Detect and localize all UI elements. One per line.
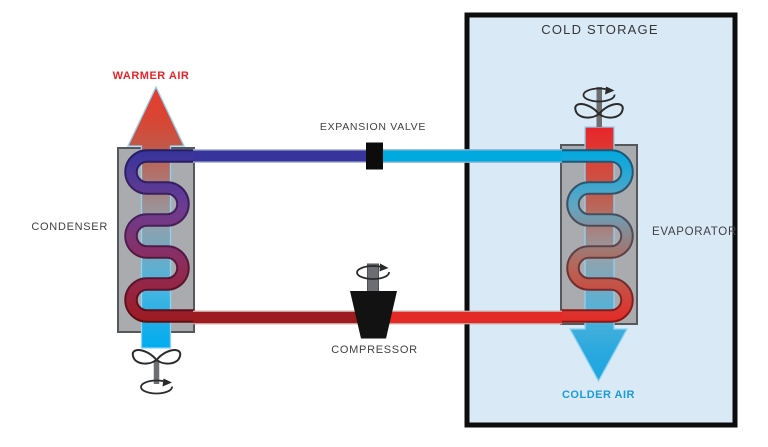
rotation-arrowhead-icon (605, 86, 615, 95)
compressor-label: COMPRESSOR (331, 344, 418, 356)
evaporator-fan-icon (574, 86, 624, 127)
compressor-body (350, 263, 397, 339)
evaporator-coil (561, 149, 634, 323)
compressor-housing (350, 291, 397, 339)
pipe-condenser-to-valve (193, 149, 367, 163)
cold-storage-label: COLD STORAGE (541, 22, 659, 37)
pipe-compressor-to-condenser (193, 310, 375, 325)
pipe-valve-to-evaporator (382, 149, 562, 163)
warmer-air-label: WARMER AIR (112, 70, 190, 82)
fan-blade-left (131, 349, 158, 365)
rotation-arrow-icon (582, 87, 616, 103)
fan-stem (596, 87, 602, 127)
condenser-label: CONDENSER (31, 221, 108, 233)
rotation-arrowhead-icon (162, 378, 172, 387)
colder-air-label: COLDER AIR (561, 389, 636, 401)
rotation-arrow-icon (140, 379, 173, 395)
fan-blade-left (574, 103, 600, 119)
condenser-coil (124, 149, 194, 323)
evaporator-label: EVAPORATOR (652, 226, 737, 238)
expansion-valve-body (366, 142, 383, 170)
pipe-evaporator-to-compressor (373, 310, 562, 325)
rotation-arrowhead-icon (379, 263, 389, 272)
rotation-arrow-icon (356, 265, 390, 280)
expansion-valve-label: EXPANSION VALVE (319, 121, 427, 133)
fan-blade-right (598, 103, 624, 119)
condenser-fan-icon (131, 349, 182, 395)
fan-blade-right (155, 349, 182, 365)
fan-stem (153, 360, 160, 384)
